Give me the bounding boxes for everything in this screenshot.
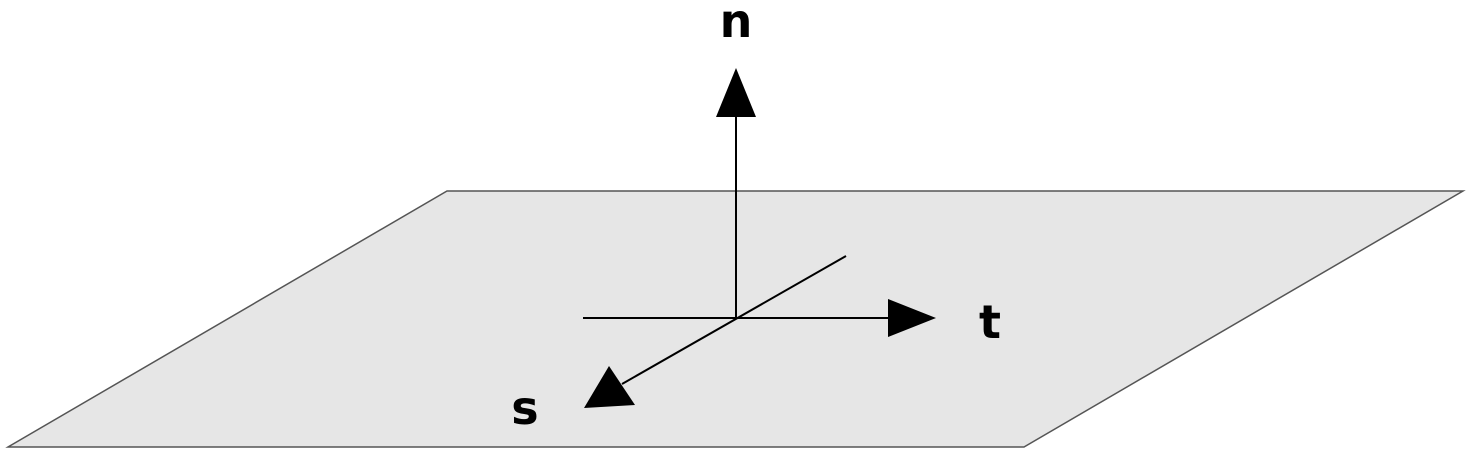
n-axis-label: n [720,0,753,48]
n-axis-arrowhead [716,68,756,117]
s-axis-label: s [511,381,538,435]
s-axis-arrowhead [584,366,635,408]
t-axis-arrowhead [888,299,936,337]
t-axis-label: t [979,295,1001,349]
s-axis-line [621,255,847,385]
